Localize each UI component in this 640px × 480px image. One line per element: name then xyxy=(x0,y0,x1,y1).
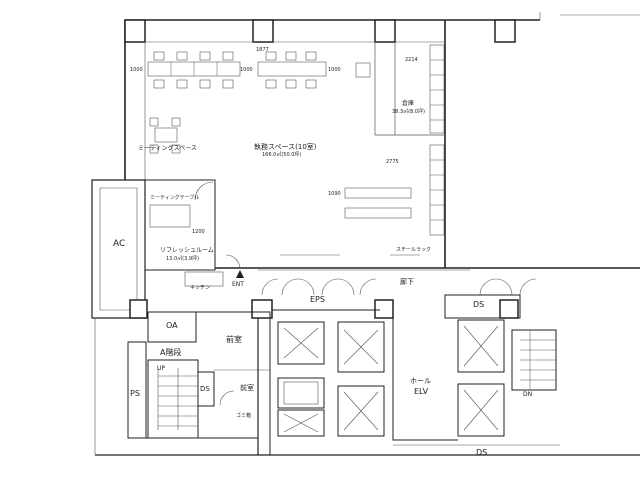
column xyxy=(129,299,148,319)
room-label-refresh: リフレッシュルーム xyxy=(160,247,214,254)
dimension: 1000 xyxy=(130,67,143,73)
room-area-storage: 38.3㎡(8.0坪) xyxy=(392,109,425,115)
room-label-ps: PS xyxy=(130,389,140,398)
room-label-anteroom-2: 前室 xyxy=(240,384,254,392)
annotation-steel-rack: スチールラック xyxy=(396,247,432,253)
dimension: 1000 xyxy=(240,67,253,73)
column xyxy=(374,299,394,319)
room-label-elv: ELV xyxy=(414,387,429,396)
dimension: 1090 xyxy=(328,191,341,197)
room-label-anteroom: 前室 xyxy=(226,335,242,344)
annotation-kitchen: キッチン xyxy=(190,285,211,291)
room-label-ds-left: DS xyxy=(200,385,210,393)
dimension: 1200 xyxy=(192,229,205,235)
room-label-eps: EPS xyxy=(310,295,325,304)
room-label-oa: OA xyxy=(166,321,178,330)
column xyxy=(252,19,274,43)
column xyxy=(124,19,146,43)
room-label-corridor: 廊下 xyxy=(400,278,414,286)
room-label-ac: AC xyxy=(113,239,126,249)
column xyxy=(499,299,519,319)
room-label-office: 執務スペース(10室) xyxy=(254,143,317,151)
annotation-trash: ゴミ箱 xyxy=(236,413,252,419)
room-area-refresh: 13.0㎡(3.9坪) xyxy=(166,256,199,262)
dimension: 1000 xyxy=(328,67,341,73)
entrance-label: ENT xyxy=(232,281,244,288)
dimension: 1877 xyxy=(256,47,269,53)
stair-up-label: UP xyxy=(157,365,166,372)
dimension: 2775 xyxy=(386,159,399,165)
room-label-meeting: ミーティングスペース xyxy=(138,145,197,152)
column xyxy=(251,299,273,319)
room-label-hall: ホール xyxy=(410,377,431,385)
room-label-ds-bottom: DS xyxy=(476,448,488,457)
dimension: 2214 xyxy=(405,57,418,63)
column xyxy=(374,19,396,43)
entrance-marker-icon xyxy=(236,270,244,278)
room-label-storage: 倉庫 xyxy=(402,100,415,107)
room-label-ds-top: DS xyxy=(473,300,485,309)
room-area-office: 166.0㎡(50.0坪) xyxy=(262,152,302,158)
room-label-stair-a: A階段 xyxy=(160,348,182,357)
stair-down-label: DN xyxy=(523,391,533,398)
annotation-meeting-table: ミーティングテーブル xyxy=(150,195,200,201)
column xyxy=(494,19,516,43)
